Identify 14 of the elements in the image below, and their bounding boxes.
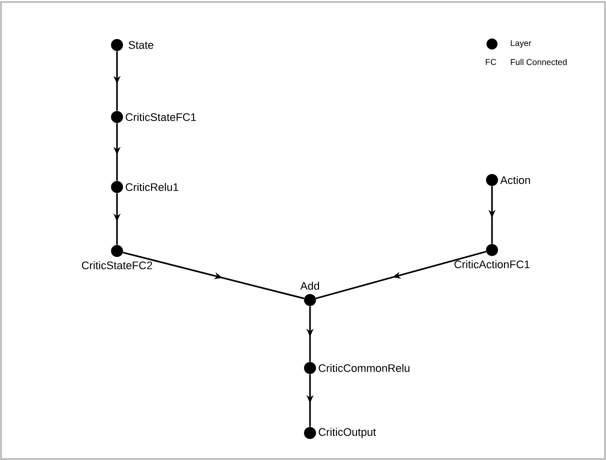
node-label: Action [500, 176, 530, 184]
arrow [122, 252, 304, 300]
node-label: CriticActionFC1 [454, 260, 530, 268]
node-label: CriticStateFC1 [126, 112, 196, 122]
node-label: CriticStateFC2 [82, 261, 152, 270]
node-label: CriticOutput [318, 428, 376, 438]
arrow [316, 250, 486, 300]
abbreviation: FC [486, 59, 496, 65]
legend-label: Layer [510, 40, 532, 48]
node-label: CriticRelu1 [126, 182, 178, 192]
node-label: CriticCommonRelu [318, 364, 410, 372]
abbreviation-meaning: Full Connected [510, 58, 567, 66]
node-label: State [128, 41, 154, 49]
node-label: Add [300, 282, 320, 290]
